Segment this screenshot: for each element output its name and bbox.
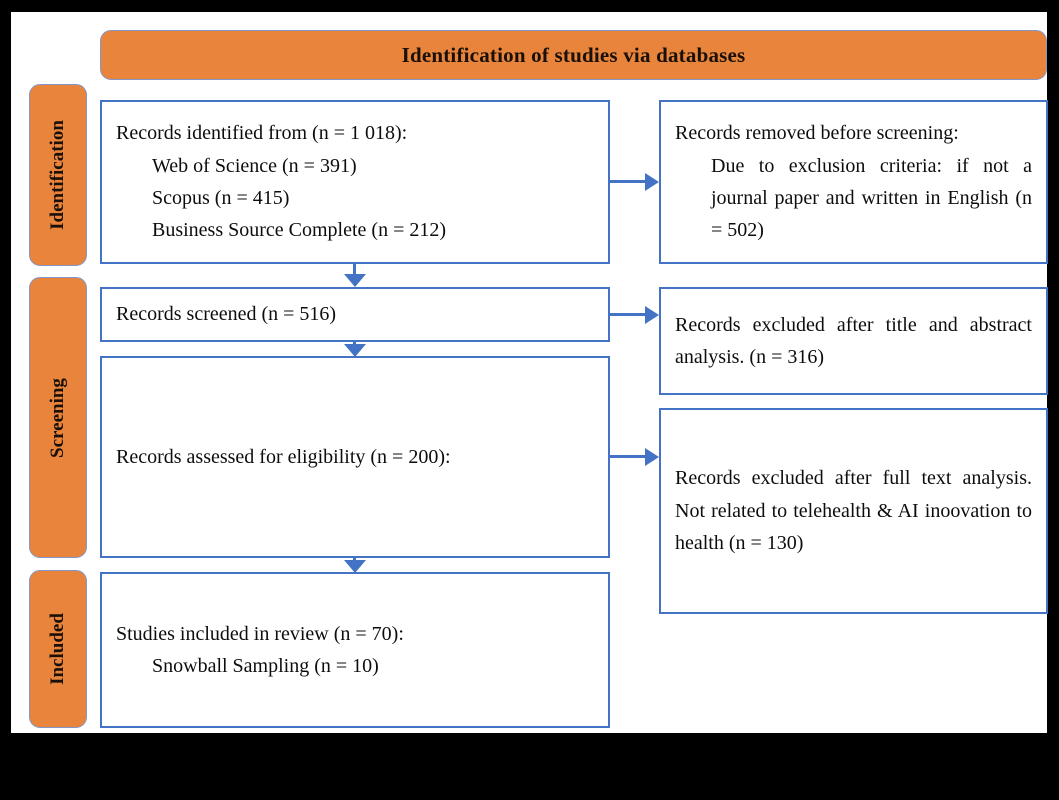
stage-label-included: Included (29, 570, 87, 728)
box-records-screened: Records screened (n = 516) (100, 287, 610, 342)
stage-label-identification-text: Identification (47, 120, 68, 230)
box-records-removed-heading: Records removed before screening: (675, 122, 959, 145)
box-records-identified: Records identified from (n = 1 018): Web… (100, 100, 610, 264)
box-records-excluded-title-abstract: Records excluded after title and abstrac… (659, 287, 1048, 395)
stage-label-screening: Screening (29, 277, 87, 558)
box-records-identified-source-3: Business Source Complete (n = 212) (152, 219, 447, 242)
box-records-identified-heading: Records identified from (n = 1 018): (116, 122, 408, 145)
connector-screened-to-excluded-arrow-icon (645, 306, 659, 324)
connector-eligibility-to-included-arrow-icon (344, 560, 366, 573)
box-studies-included: Studies included in review (n = 70): Sno… (100, 572, 610, 728)
box-records-identified-source-2: Scopus (n = 415) (152, 187, 290, 209)
connector-identified-to-removed-arrow-icon (645, 173, 659, 191)
connector-screened-to-excluded-line (610, 313, 646, 316)
box-records-screened-heading: Records screened (n = 516) (116, 303, 337, 326)
box-studies-included-item-1: Snowball Sampling (n = 10) (152, 655, 379, 677)
connector-identified-to-screened-line (353, 264, 356, 276)
box-records-excluded-full-text: Records excluded after full text analysi… (659, 408, 1048, 614)
box-records-excluded-title-abstract-body: Records excluded after title and abstrac… (675, 313, 1032, 368)
connector-screened-to-eligibility-arrow-icon (344, 344, 366, 357)
header-banner-label: Identification of studies via databases (401, 42, 746, 67)
connector-identified-to-screened-arrow-icon (344, 274, 366, 287)
header-banner: Identification of studies via databases (100, 30, 1047, 80)
box-records-identified-source-1: Web of Science (n = 391) (152, 154, 357, 177)
connector-eligibility-to-excluded-line (610, 455, 646, 458)
diagram-canvas: Identification of studies via databases … (11, 12, 1048, 733)
box-records-eligibility-heading: Records assessed for eligibility (n = 20… (116, 445, 451, 468)
stage-label-identification: Identification (29, 84, 87, 266)
box-records-eligibility: Records assessed for eligibility (n = 20… (100, 356, 610, 558)
box-studies-included-heading: Studies included in review (n = 70): (116, 622, 404, 645)
box-records-removed-body: Due to exclusion criteria: if not a jour… (711, 154, 1032, 242)
stage-label-screening-text: Screening (47, 377, 68, 458)
connector-identified-to-removed-line (610, 180, 646, 183)
box-records-removed: Records removed before screening: Due to… (659, 100, 1048, 264)
connector-eligibility-to-excluded-arrow-icon (645, 448, 659, 466)
box-records-excluded-full-text-body: Records excluded after full text analysi… (675, 467, 1032, 555)
stage-label-included-text: Included (47, 613, 68, 685)
